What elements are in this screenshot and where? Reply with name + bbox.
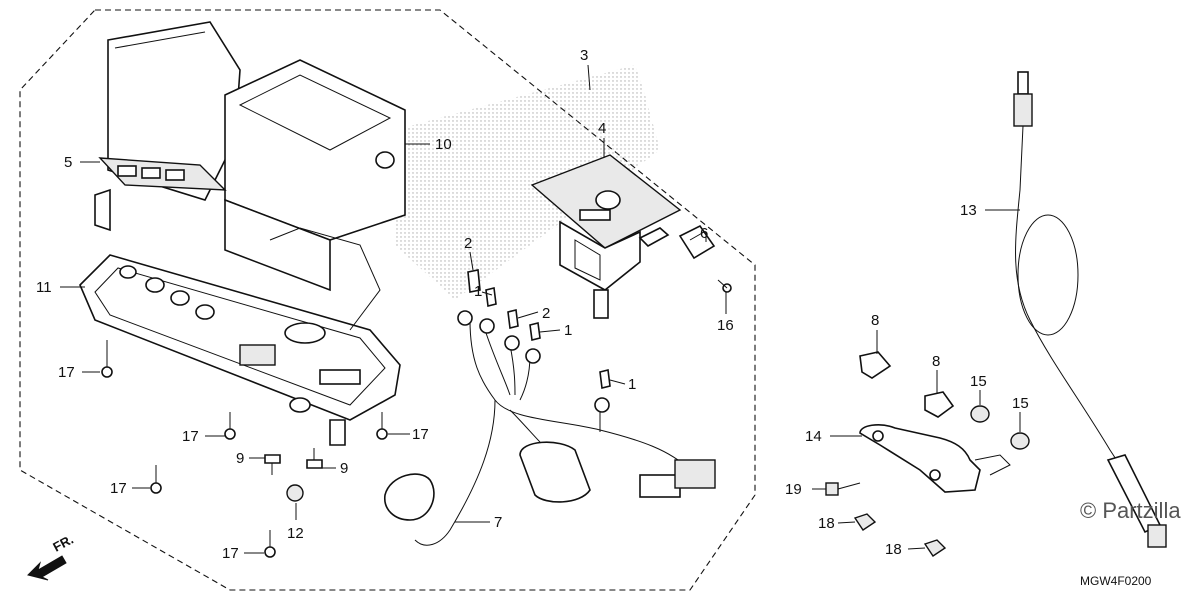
callout-12: 12 (287, 525, 304, 542)
callout-11: 11 (36, 279, 52, 296)
front-indicator-label: FR. (50, 532, 76, 555)
wire-harness-part (384, 310, 716, 546)
front-arrow-icon (27, 555, 67, 581)
collar-15-parts (970, 405, 1030, 450)
callout-9a: 9 (236, 450, 244, 467)
callout-13: 13 (960, 202, 977, 219)
bolt-19-part (825, 482, 861, 496)
callout-2a: 2 (464, 235, 472, 252)
joint-part (678, 224, 716, 260)
callout-9b: 9 (340, 460, 348, 477)
watermark: © Partzilla (1080, 498, 1181, 523)
callout-17c: 17 (110, 480, 127, 497)
leader-lines (60, 64, 1021, 554)
callout-3: 3 (580, 47, 588, 64)
indicator-panel-part (94, 157, 227, 232)
callout-17a: 17 (58, 364, 75, 381)
callout-8b: 8 (932, 353, 940, 370)
lower-case-part (79, 227, 401, 446)
callout-19: 19 (785, 481, 802, 498)
callout-15a: 15 (970, 373, 987, 390)
callout-17b: 17 (182, 428, 199, 445)
callout-4: 4 (598, 120, 606, 137)
callout-10: 10 (435, 136, 452, 153)
cable-13-part (1013, 71, 1167, 548)
callout-18b: 18 (885, 541, 902, 558)
callout-1c: 1 (628, 376, 636, 393)
callout-2b: 2 (542, 305, 550, 322)
callout-7: 7 (494, 514, 502, 531)
callout-14: 14 (805, 428, 822, 445)
nut-12-part (286, 484, 304, 502)
screw-17-parts (101, 340, 388, 558)
screw-9-parts (264, 448, 323, 475)
callout-17d: 17 (412, 426, 429, 443)
nut-18-parts (853, 513, 947, 557)
callout-17e: 17 (222, 545, 239, 562)
meter-case-part (107, 21, 406, 292)
meter-unit-part (530, 154, 682, 319)
diagram-code: MGW4F0200 (1080, 574, 1152, 588)
screw-16-part (717, 279, 732, 293)
grommet-8-parts (859, 351, 955, 418)
callout-1a: 1 (474, 283, 482, 300)
bulb-parts (467, 269, 611, 389)
callout-1b: 1 (564, 322, 572, 339)
bracket-14-part (859, 424, 1011, 493)
callout-16: 16 (717, 317, 734, 334)
callout-6: 6 (700, 225, 708, 242)
callout-8a: 8 (871, 312, 879, 329)
callout-5: 5 (64, 154, 72, 171)
callout-15b: 15 (1012, 395, 1029, 412)
shading-band (395, 65, 660, 300)
callout-18a: 18 (818, 515, 835, 532)
